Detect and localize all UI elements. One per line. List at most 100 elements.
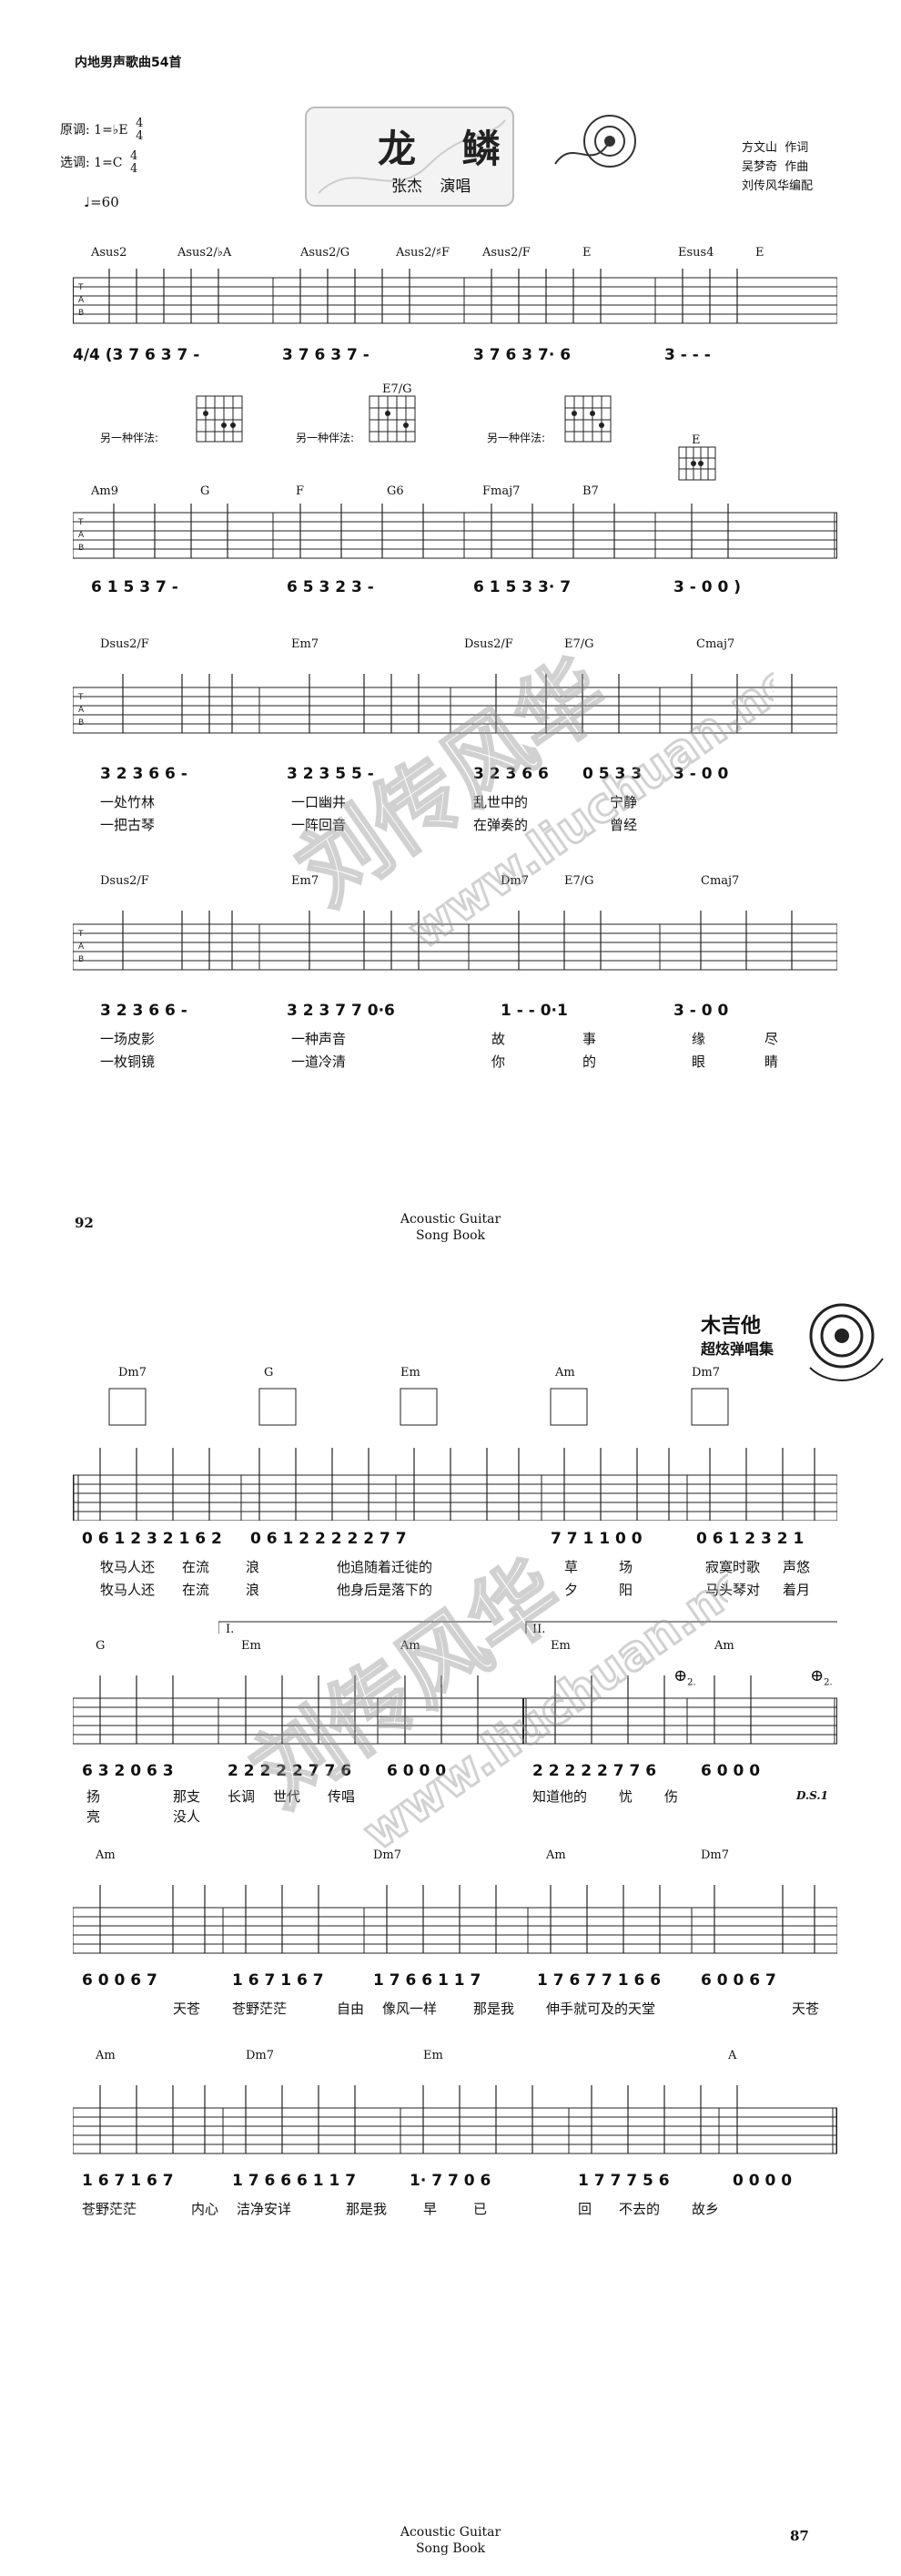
chord-label: Esus4	[678, 246, 714, 260]
lyric-line: 世代	[273, 1788, 301, 1805]
book-footer: Acoustic Guitar Song Book	[400, 1212, 501, 1243]
chord-label: F	[296, 484, 305, 498]
svg-text:A: A	[78, 296, 85, 305]
notation-bar: 3 2 3 7 7 0·6	[287, 1002, 395, 1020]
song-title: 龙 鳞	[378, 127, 517, 171]
page-number: 87	[790, 2528, 809, 2544]
lyric-line: 伸手就可及的天堂	[546, 2001, 656, 2017]
credit-lyricist: 方文山 作词	[742, 141, 809, 155]
notation-bar: 3 - - -	[664, 346, 711, 364]
notation-bar: 7 7 1 1 0 0	[551, 1530, 643, 1548]
lyric-line: 早	[423, 2201, 438, 2217]
lyric-line: 天苍	[173, 2001, 201, 2017]
notation-bar: 0 5 3 3	[582, 765, 643, 783]
notation-bar: 1 6 7 1 6 7	[82, 2172, 174, 2190]
chord-diagram-icon	[564, 395, 612, 443]
lyric-line: 乱世中的	[473, 794, 529, 810]
svg-text:A: A	[78, 531, 85, 540]
lyric-line: 阳	[619, 1582, 633, 1598]
notation-bar: 4/4 (3 7 6 3 7 -	[73, 346, 200, 364]
lyric-line: 你	[491, 1054, 506, 1070]
lyric-line: 故乡	[692, 2201, 720, 2217]
svg-text:T: T	[77, 283, 84, 292]
chord-label: Em7	[291, 874, 319, 888]
lyric-line: 一阵回音	[291, 817, 347, 833]
lyric-line: 传唱	[328, 1788, 356, 1805]
lyric-line: 尽	[764, 1031, 779, 1047]
chord-label: Em	[551, 1639, 571, 1653]
brand-subtitle: 超炫弹唱集	[701, 1340, 774, 1358]
svg-text:T: T	[77, 693, 84, 702]
lyric-line: 在弹奏的	[473, 817, 529, 833]
chord-label: Am	[96, 2049, 116, 2062]
chord-label: Em7	[291, 637, 319, 651]
lyric-line: 曾经	[610, 817, 638, 833]
singer-name: 张杰	[391, 178, 422, 196]
notation-bar: 3 - 0 0	[673, 1002, 729, 1020]
quarter-note-icon: ♩	[84, 194, 91, 210]
notation-bar: 2 2 2 2 2 7 7 6	[228, 1762, 352, 1780]
lyric-line: 亮	[86, 1808, 101, 1825]
notation-bar: 6 5 3 2 3 -	[287, 578, 374, 596]
chord-label: Am	[546, 1848, 566, 1862]
svg-text:T: T	[77, 518, 84, 527]
chord-label: Dm7	[118, 1366, 147, 1380]
songbook-page-87: 木吉他 超炫弹唱集 Dm7 G Em Am Dm7	[0, 1266, 901, 2576]
alt-strum-label: 另一种伴法:	[100, 432, 159, 444]
lyric-line: 牧马人还	[100, 1582, 156, 1598]
tempo-marking: ♩=60	[84, 194, 119, 210]
tab-staff	[73, 1388, 837, 1521]
chord-label: Dsus2/F	[100, 874, 149, 888]
notation-bar: 0 6 1 2 3 2 1 6 2	[82, 1530, 222, 1548]
swirl-ornament-icon	[554, 115, 636, 168]
chord-label: E7/G	[564, 637, 594, 651]
lyric-line: 一场皮影	[100, 1031, 156, 1047]
credits: 方文山 作词 吴梦奇 作曲 刘传风华编配	[742, 138, 813, 196]
chord-label: E	[692, 433, 701, 447]
lyric-line: 宁静	[610, 794, 638, 810]
lyric-line: 夕	[564, 1582, 579, 1598]
notation-bar: 6 1 5 3 7 -	[91, 578, 178, 596]
lyric-line: 声悠	[783, 1559, 811, 1575]
notation-bar: 6 0 0 0	[701, 1762, 761, 1780]
notation-bar: 3 7 6 3 7 -	[282, 346, 370, 364]
lyric-line: 一处竹林	[100, 794, 156, 810]
lyric-line: 自由	[337, 2001, 365, 2017]
chord-label: G6	[387, 484, 404, 498]
lyric-line: 内心	[191, 2201, 219, 2217]
chord-label: Asus2	[91, 246, 127, 260]
chord-label: A	[728, 2049, 737, 2062]
lyric-line: 场	[619, 1559, 633, 1575]
credit-composer: 吴梦奇 作曲	[742, 160, 809, 174]
chord-label: Asus2/F	[482, 246, 531, 260]
lyric-line: 一枚铜镜	[100, 1054, 156, 1070]
chord-label: Em	[241, 1639, 261, 1653]
lyric-line: 知道他的	[532, 1788, 588, 1805]
lyric-line: 一道冷清	[291, 1054, 347, 1070]
lyric-line: 那是我	[346, 2201, 388, 2217]
singer-credit: 张杰 演唱	[391, 173, 471, 196]
chord-label: Cmaj7	[696, 637, 735, 651]
lyric-line: 没人	[173, 1808, 201, 1825]
notation-bar: 3 2 3 6 6 -	[100, 1002, 187, 1020]
lyric-line: 苍野茫茫	[232, 2001, 288, 2017]
volta-1-label: I.	[226, 1623, 235, 1636]
chord-label: Dm7	[501, 874, 530, 888]
svg-text:T: T	[77, 930, 84, 939]
lyric-line: 着月	[783, 1582, 811, 1598]
collection-title: 内地男声歌曲54首	[75, 56, 182, 70]
dal-segno-marking: D.S.1	[796, 1789, 828, 1802]
tab-staff: TAB	[73, 674, 837, 734]
songbook-page-92: 内地男声歌曲54首 龙 鳞 张杰 演唱 方文山 作词 吴梦奇 作曲 刘传风华编配…	[0, 0, 901, 1266]
lyric-line: 一口幽井	[291, 794, 347, 810]
lyric-line: 那是我	[473, 2001, 515, 2017]
lyric-line: 扬	[86, 1788, 101, 1805]
chord-label: Am	[96, 1848, 116, 1862]
notation-bar: 0 6 1 2 3 2 1	[696, 1530, 805, 1548]
tab-system-6: I. II. G Em Am Em Am ⊕2. ⊕2. 6 3 2 0	[73, 1621, 837, 1825]
chord-label: Dm7	[701, 1848, 730, 1862]
chord-label: G	[264, 1366, 274, 1380]
lyric-line: 浪	[246, 1582, 260, 1598]
lyric-line: 伤	[664, 1788, 679, 1805]
